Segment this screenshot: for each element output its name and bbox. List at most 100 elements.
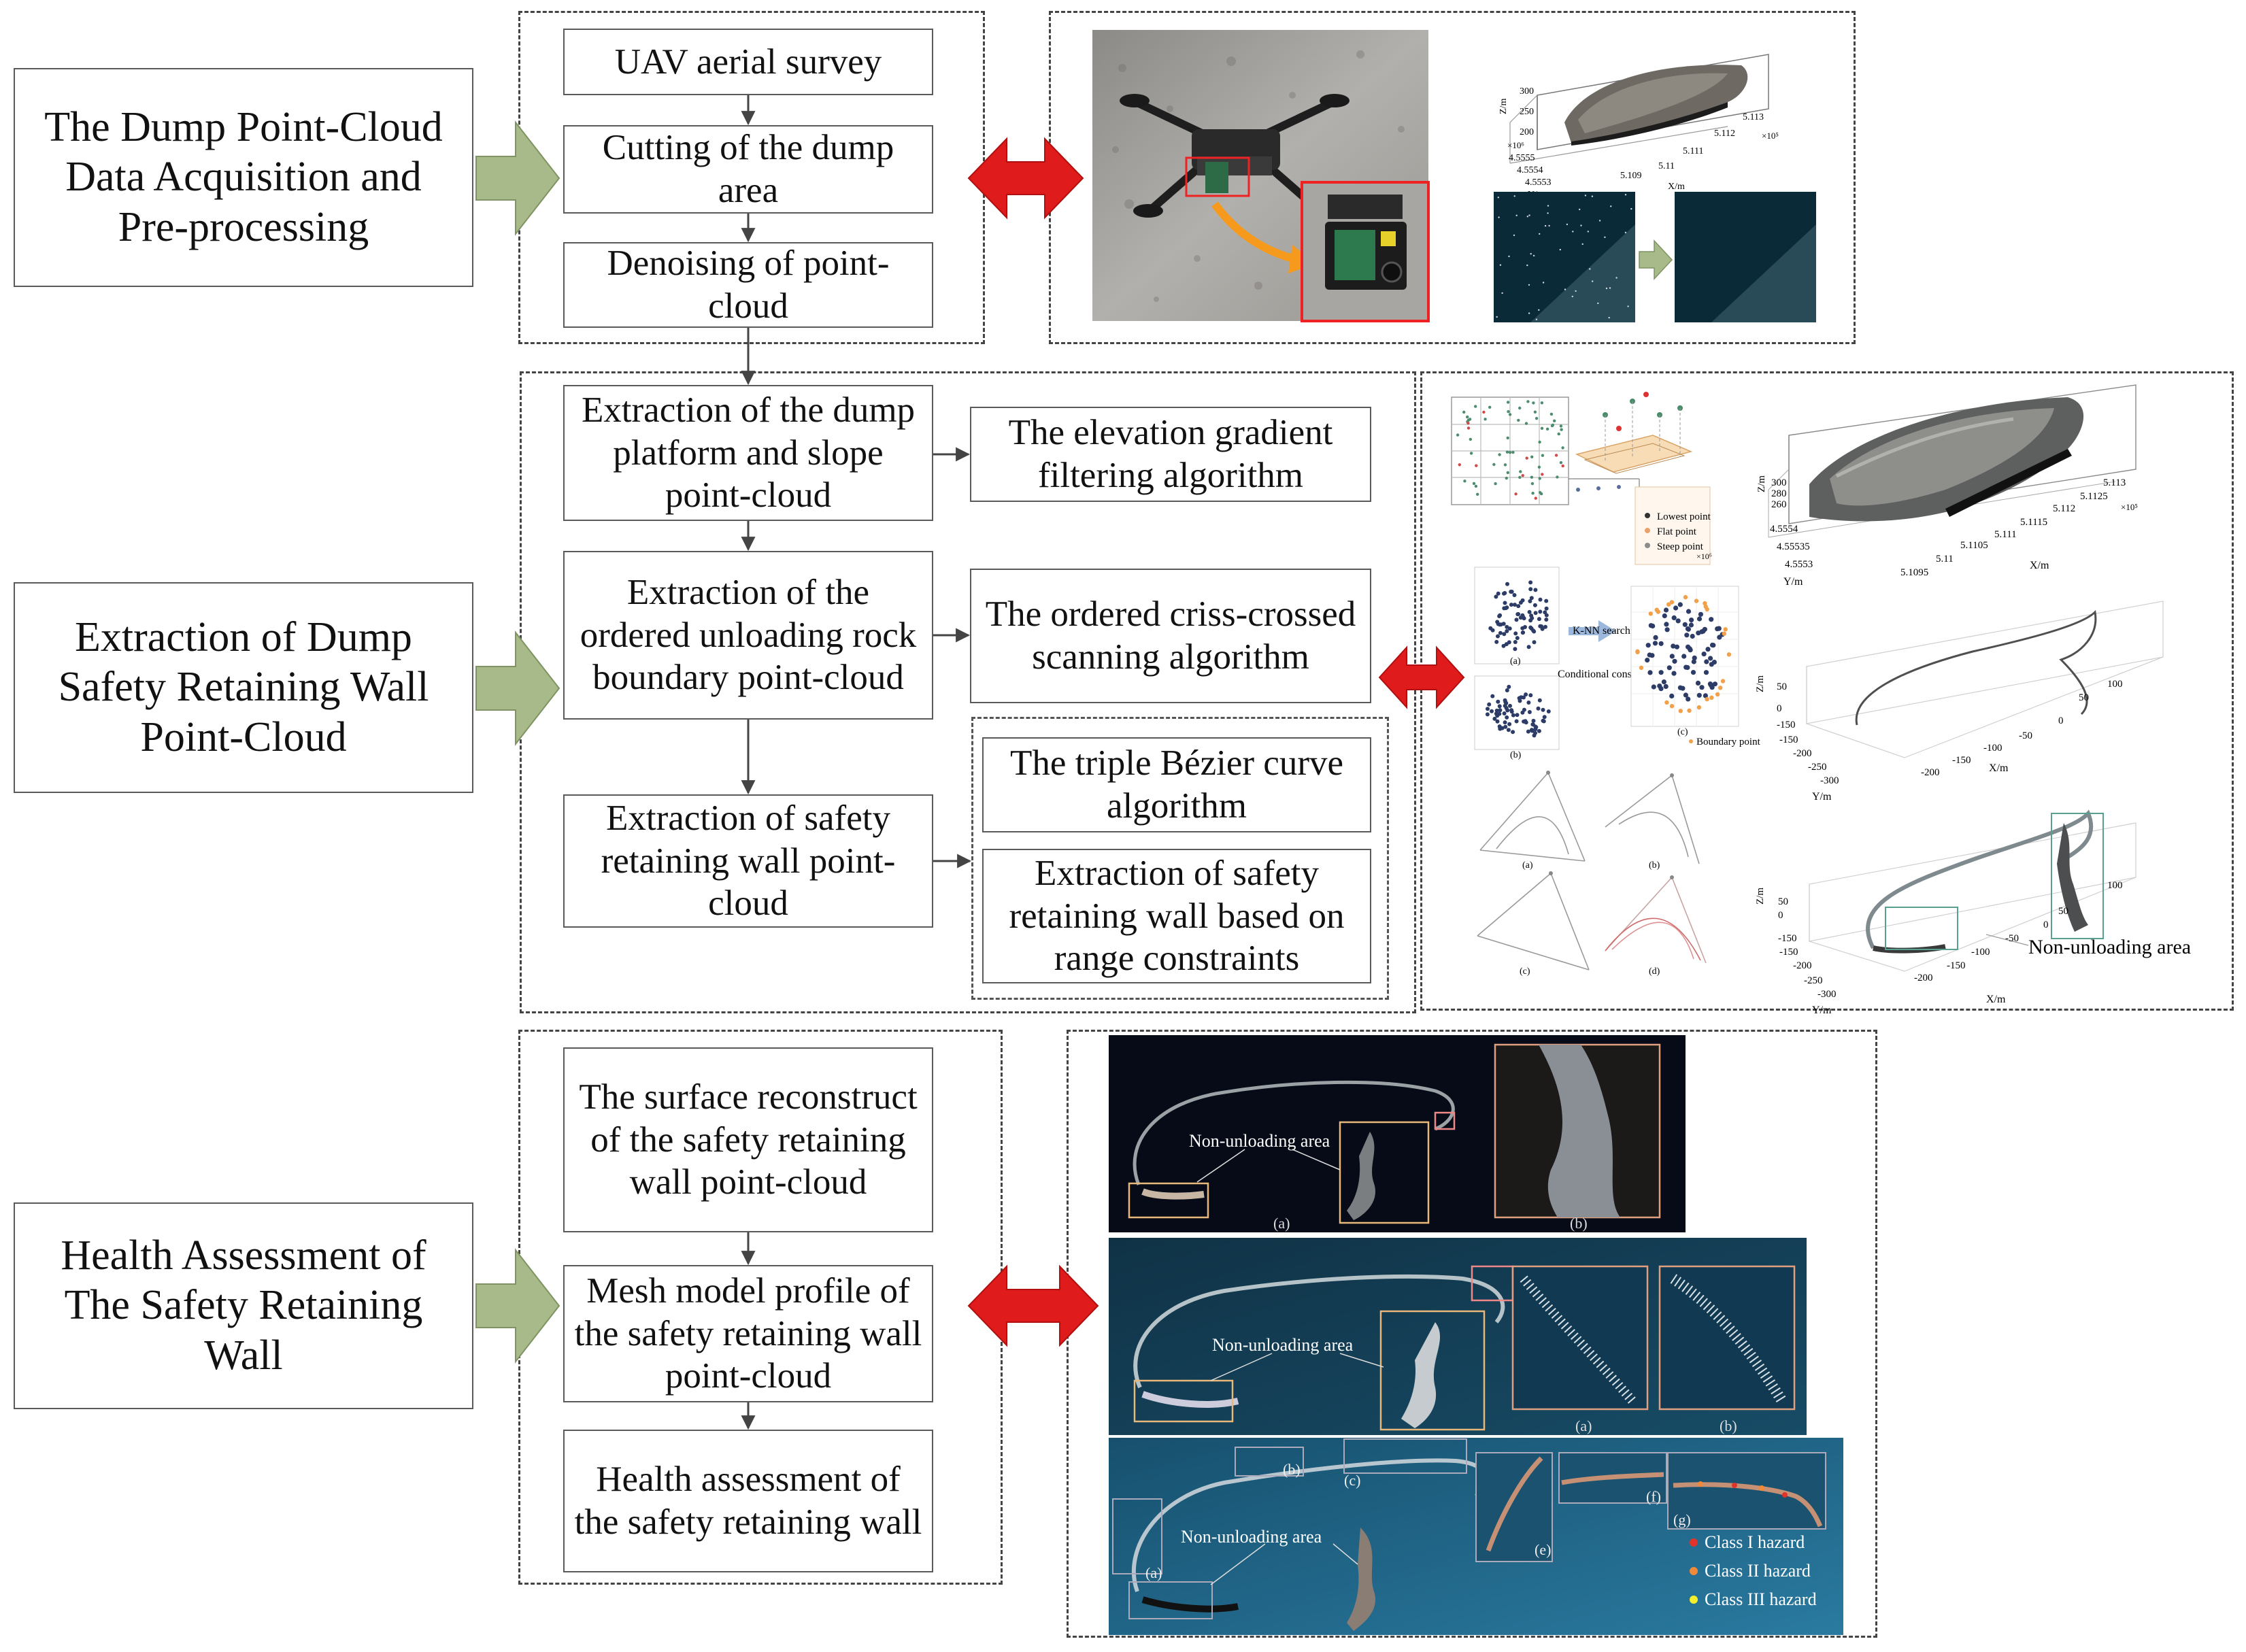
knn-search-label: K-NN search [1573,625,1630,637]
point-cloud-dot [1689,618,1694,623]
point-cloud-dot [1512,593,1517,597]
point-cloud-dot [1624,231,1627,234]
bezier-illustration [1477,771,1707,971]
algo-bezier: The triple Bézier curve algorithm [982,737,1371,832]
point-cloud-dot [1505,708,1510,713]
point-cloud-dot [1539,624,1544,628]
s1-y-tick-1: 4.5554 [1517,165,1543,175]
health-assessment-panel: Non-unloading area (a) (b) (c) (e) (f) (… [1109,1438,1843,1635]
point-cloud-dot [1515,713,1520,718]
p3-z-label: Z/m [1755,888,1766,905]
p3-x-tick-3: -50 [2005,933,2019,944]
point-cloud-dot [1498,216,1500,218]
algo-criss-crossed: The ordered criss-crossed scanning algor… [970,569,1371,703]
point-cloud-dot [1705,607,1709,612]
p1-x-tick-0: 5.1095 [1900,567,1928,578]
step-extract-wall-label: Extraction of safety retaining wall poin… [601,798,896,924]
point-cloud-dot [1469,437,1472,441]
denoise-arrow [1639,239,1673,280]
point-cloud-dot [1507,626,1512,631]
p2-y-tick-1: -200 [1793,748,1812,759]
point-cloud-dot [1549,412,1554,416]
point-cloud-dot [1463,479,1466,483]
point-cloud-dot [1490,694,1495,698]
point-cloud-dot [1666,665,1672,671]
point-cloud-dot [1669,704,1675,709]
point-cloud-dot [1506,401,1510,404]
point-cloud-dot [1496,591,1501,596]
point-cloud-dot [1528,599,1532,603]
p3-y-label: Y/m [1812,1005,1832,1016]
point-cloud-dot [1530,455,1534,458]
point-cloud-dot [1645,643,1651,648]
point-cloud-dot [1521,474,1524,477]
point-cloud-dot [1669,600,1675,605]
point-cloud-dot [1498,453,1501,456]
point-cloud-dot [1539,491,1542,494]
point-cloud-dot [1656,609,1660,614]
p3-z-tick-4: -150 [1778,933,1797,944]
point-cloud-dot [1532,254,1535,257]
point-cloud-dot [1530,475,1534,479]
step-mesh-profile-label: Mesh model profile of the safety retaini… [574,1271,922,1396]
point-cloud-dot [1705,696,1709,702]
point-cloud-dot [1561,464,1564,468]
point-cloud-dot [1526,645,1531,650]
point-cloud-dot [1674,644,1679,650]
point-cloud-dot [1485,712,1490,717]
p3-x-tick-1: -150 [1947,960,1966,971]
point-cloud-dot [1548,224,1550,227]
p3-sub-e: (e) [1535,1541,1551,1558]
point-cloud-dot [1469,452,1473,455]
bezier-sub-a: (a) [1522,860,1533,871]
point-cloud-dot [1681,654,1687,659]
step-extract-boundary: Extraction of the ordered unloading rock… [563,551,933,720]
s1-x-tick-3: 5.112 [1714,129,1735,139]
red-double-arrow-1 [967,137,1084,220]
algo-range-constraints-label: Extraction of safety retaining wall base… [1009,854,1345,979]
point-cloud-dot [1530,482,1535,486]
point-cloud-dot [1683,664,1689,670]
point-cloud-dot [1664,700,1669,705]
p1-non-unloading: Non-unloading area [1189,1131,1330,1151]
step-extract-platform: Extraction of the dump platform and slop… [563,385,933,521]
point-cloud-dot [1458,463,1461,467]
point-cloud-dot [1528,312,1530,314]
bezier-sub-d: (d) [1649,966,1660,977]
point-cloud-dot [1508,255,1510,258]
point-cloud-dot [1518,601,1523,605]
point-cloud-dot [1488,405,1492,409]
point-cloud-dot [1468,418,1472,421]
point-cloud-dot [1691,659,1696,664]
point-cloud-dot [1678,709,1683,713]
point-cloud-dot [1532,603,1537,607]
point-cloud-dot [1720,679,1726,684]
hazard-legend-class2-dot [1690,1567,1698,1575]
red-double-arrow-2 [1378,645,1465,709]
point-cloud-dot [1597,302,1599,305]
point-cloud-dot [1683,692,1688,698]
point-cloud-dot [1490,709,1494,713]
point-cloud-dot [1645,658,1650,663]
p3-x-tick-5: 50 [2058,906,2068,917]
point-cloud-dot [1495,719,1500,724]
point-cloud-dot [1476,492,1479,496]
point-cloud-dot [1519,695,1524,700]
point-cloud-dot [1474,405,1477,408]
s1-exp-x: ×10⁵ [1762,131,1779,141]
point-cloud-dot [1535,417,1539,420]
s1-x-tick-4: 5.113 [1743,112,1764,122]
point-cloud-dot [1531,492,1535,495]
stage-acquisition-box: The Dump Point-Cloud Data Acquisition an… [14,68,473,287]
point-cloud-dot [1571,295,1573,298]
point-cloud-dot [1695,680,1701,686]
step-cutting-dump: Cutting of the dump area [563,125,933,214]
point-cloud-dot [1538,309,1540,311]
p1-y-tick-0: 4.5554 [1770,524,1798,535]
point-cloud-dot [1672,658,1677,664]
p2-x-tick-0: -200 [1921,767,1940,778]
point-cloud-dot [1709,617,1714,622]
s1-exp-y: ×10⁶ [1507,140,1524,150]
point-cloud-dot [1503,591,1507,595]
point-cloud-dot [1466,422,1470,425]
